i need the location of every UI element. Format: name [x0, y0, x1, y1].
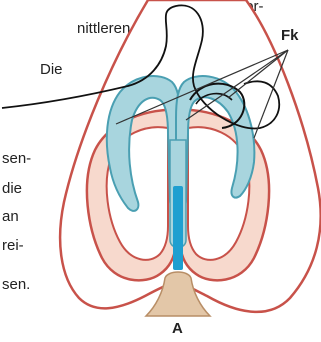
label-a: A	[172, 320, 183, 337]
septum-strip	[173, 186, 183, 270]
label-fk: Fk	[281, 27, 299, 44]
